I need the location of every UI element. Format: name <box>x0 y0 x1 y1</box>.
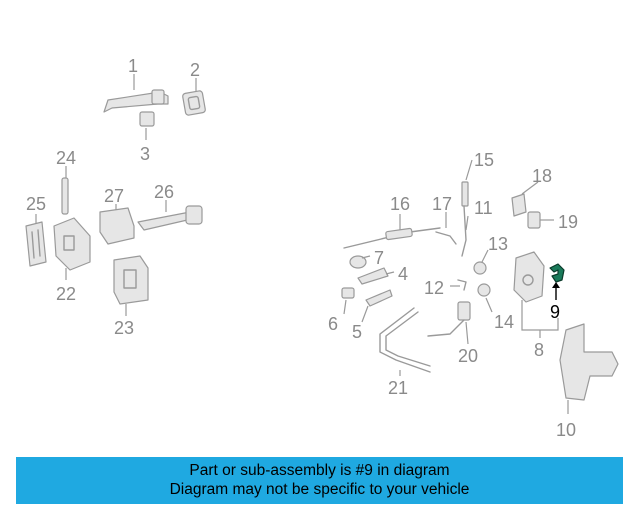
part-27-bracket <box>99 207 135 245</box>
label-16: 16 <box>390 194 410 214</box>
part-5-handle <box>365 289 393 307</box>
part-21-weatherstrip <box>379 307 431 373</box>
part-19-bushing <box>527 211 541 229</box>
part-9-clip-highlighted <box>549 263 565 283</box>
label-26: 26 <box>154 182 174 202</box>
leader-lines <box>35 74 554 376</box>
label-15: 15 <box>474 150 494 170</box>
part-25-shim <box>25 221 47 267</box>
part-16-rod <box>343 227 441 249</box>
label-6: 6 <box>328 314 338 334</box>
label-11: 11 <box>474 198 493 218</box>
label-27: 27 <box>104 186 124 206</box>
label-2: 2 <box>190 60 200 80</box>
part-9-arrow <box>552 282 560 288</box>
part-2-handle-cover <box>182 90 206 116</box>
label-21: 21 <box>388 378 408 398</box>
part-4-cover <box>357 267 389 285</box>
info-banner: Part or sub-assembly is #9 in diagram Di… <box>16 457 623 504</box>
label-13: 13 <box>488 234 508 254</box>
label-10: 10 <box>556 420 576 440</box>
part-6-clip <box>341 287 355 299</box>
label-24: 24 <box>56 148 76 168</box>
part-18-bracket <box>511 193 527 217</box>
part-8-latch <box>513 251 559 338</box>
label-12: 12 <box>424 278 444 298</box>
label-17: 17 <box>432 194 452 214</box>
label-23: 23 <box>114 318 134 338</box>
part-1-outside-handle <box>103 89 169 113</box>
part-14-bushing <box>477 283 491 297</box>
label-20: 20 <box>458 346 478 366</box>
label-19: 19 <box>558 212 578 232</box>
part-12-clip <box>457 279 467 291</box>
part-11-rod <box>461 205 467 257</box>
banner-line-1: Part or sub-assembly is #9 in diagram <box>189 462 450 479</box>
part-24-pin <box>61 177 69 215</box>
label-3: 3 <box>140 144 150 164</box>
part-10-panel <box>559 323 619 414</box>
part-3-gasket <box>139 111 155 127</box>
part-26-check-strap <box>137 205 203 231</box>
part-20-actuator <box>427 301 471 337</box>
part-22-hinge <box>53 217 91 271</box>
part-7-clip <box>349 255 367 269</box>
label-1: 1 <box>128 56 138 76</box>
label-9: 9 <box>550 302 560 322</box>
part-23-hinge <box>113 255 149 305</box>
label-22: 22 <box>56 284 76 304</box>
label-14: 14 <box>494 312 514 332</box>
label-4: 4 <box>398 264 408 284</box>
label-25: 25 <box>26 194 46 214</box>
part-15-rod <box>461 181 469 207</box>
label-8: 8 <box>534 340 544 360</box>
part-17-rod <box>435 231 457 245</box>
banner-line-2: Diagram may not be specific to your vehi… <box>169 481 470 498</box>
label-18: 18 <box>532 166 552 186</box>
label-7: 7 <box>374 248 384 268</box>
label-5: 5 <box>352 322 362 342</box>
part-13-bushing <box>473 261 487 275</box>
